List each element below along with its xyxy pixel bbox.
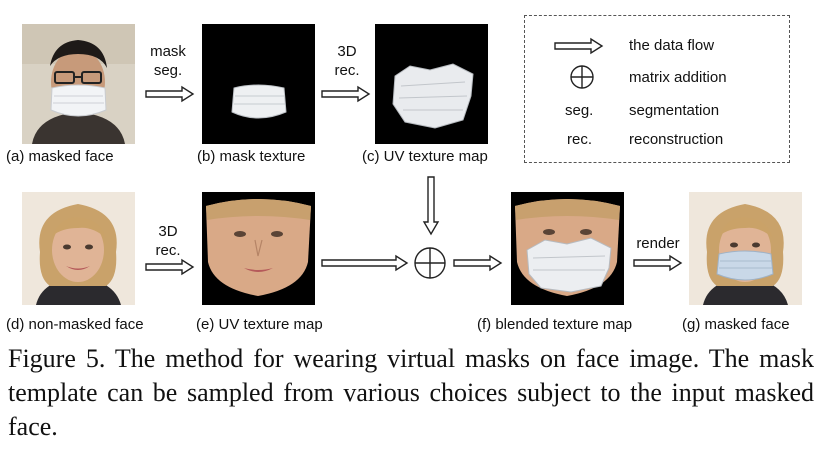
op-3d-rec-1-line1: 3D	[337, 43, 357, 60]
legend-text-data-flow: the data flow	[629, 37, 715, 54]
legend-text-reconstruction: reconstruction	[629, 131, 724, 148]
legend-symbol-seg: seg.	[565, 102, 594, 119]
op-render: render	[636, 235, 680, 252]
panel-label-g: (g) masked face	[682, 316, 790, 333]
op-3d-rec-2-line2: rec.	[155, 242, 181, 259]
panel-label-f: (f) blended texture map	[477, 316, 633, 333]
legend-text-matrix-addition: matrix addition	[629, 69, 727, 86]
arrow-icon	[145, 85, 195, 103]
circle-plus-icon	[414, 247, 446, 279]
masked-face-photo	[22, 24, 135, 144]
legend-box: the data flow matrix addition seg. segme…	[524, 15, 790, 163]
figure-caption: Figure 5. The method for wearing virtual…	[8, 344, 814, 441]
legend-symbol-rec: rec.	[567, 131, 593, 148]
arrow-icon	[321, 85, 371, 103]
op-3d-rec-2-line1: 3D	[158, 223, 178, 240]
op-mask-seg: mask seg.	[140, 42, 196, 80]
op-mask-seg-line1: mask	[150, 43, 186, 60]
panel-label-d: (d) non-masked face	[6, 316, 144, 333]
panel-label-b: (b) mask texture	[197, 148, 306, 165]
arrow-icon	[145, 258, 195, 276]
panel-label-c: (c) UV texture map	[362, 148, 488, 165]
op-3d-rec-1: 3D rec.	[322, 42, 372, 80]
arrow-icon	[321, 254, 409, 272]
panel-label-a: (a) masked face	[6, 148, 114, 165]
arrow-icon	[633, 254, 683, 272]
uv-texture-map-face-image	[202, 192, 315, 305]
blended-texture-map-image	[511, 192, 624, 305]
op-mask-seg-line2: seg.	[153, 62, 183, 79]
op-3d-rec-2: 3D rec.	[143, 222, 193, 260]
masked-face-output-photo	[689, 192, 802, 305]
panel-label-e: (e) UV texture map	[196, 316, 323, 333]
arrow-icon	[422, 176, 440, 236]
arrow-icon	[554, 37, 604, 55]
op-3d-rec-1-line2: rec.	[334, 62, 360, 79]
non-masked-face-photo	[22, 192, 135, 305]
arrow-icon	[453, 254, 503, 272]
mask-texture-image	[202, 24, 315, 144]
uv-texture-map-mask-image	[375, 24, 488, 144]
legend-text-segmentation: segmentation	[629, 102, 720, 119]
circle-plus-icon	[570, 65, 594, 89]
